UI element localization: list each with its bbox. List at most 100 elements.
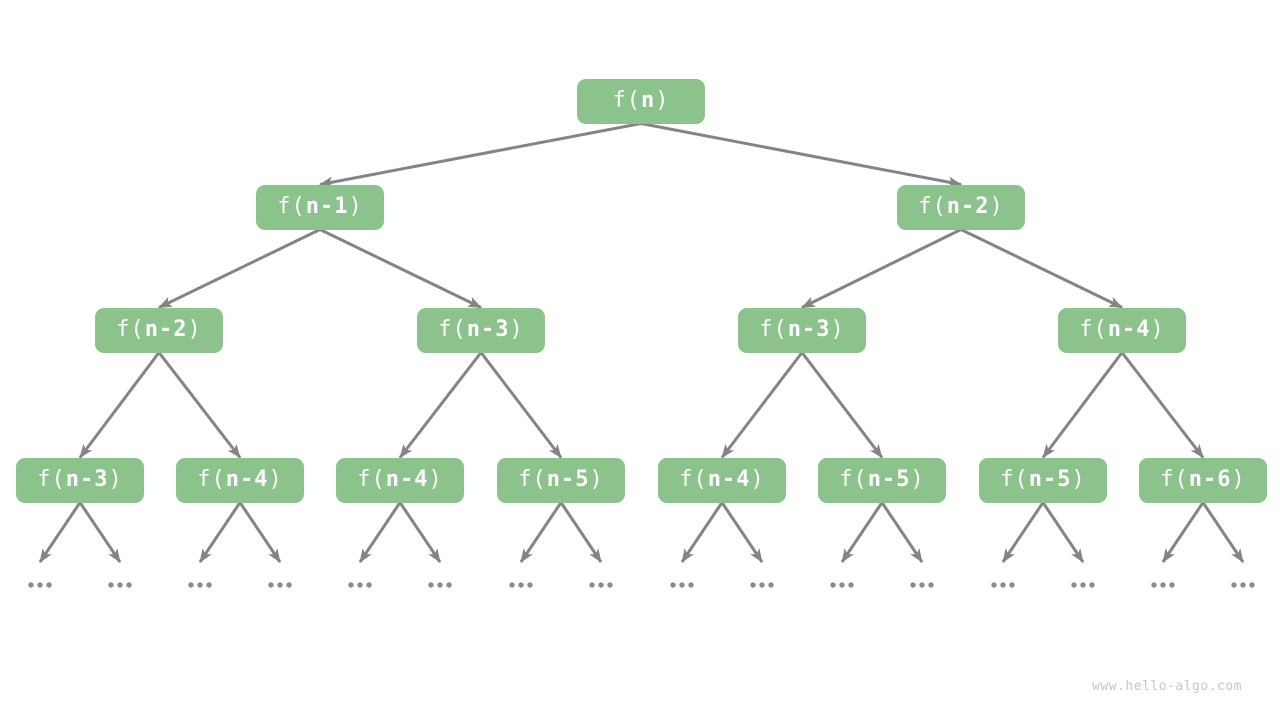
node-label-pre: f( [1079,317,1108,342]
tree-edges [38,122,1245,563]
node-label-pre: f( [1160,467,1189,492]
tree-node-f(n-5): f(n-5) [979,457,1107,503]
ellipsis-dot [357,582,363,588]
ellipsis-dots [910,582,934,588]
node-label-arg: n-1 [305,194,349,219]
ellipsis-dots [670,582,694,588]
ellipsis-dot [188,582,194,588]
ellipsis-dot [607,582,613,588]
node-label-post: ) [750,467,765,492]
node-label-arg: n-3 [466,317,510,342]
ellipsis-dot [509,582,515,588]
node-label-post: ) [268,467,283,492]
ellipsis-dot [670,582,676,588]
ellipsis-dot [108,582,114,588]
ellipsis-dots [188,582,212,588]
ellipsis-dot [1009,582,1015,588]
tree-node-f(n): f(n) [577,78,705,124]
node-label-arg: n-4 [225,467,269,492]
tree-node-f(n-3): f(n-3) [16,457,144,503]
ellipsis-dots [28,582,52,588]
ellipsis-dot [928,582,934,588]
edge-arrow [801,228,962,309]
tree-node-f(n-2): f(n-2) [95,307,223,353]
node-label-pre: f( [679,467,708,492]
node-label-pre: f( [759,317,788,342]
ellipsis-dot [1240,582,1246,588]
edge-arrow [158,228,321,309]
node-label-arg: n-4 [385,467,429,492]
edge-arrow [640,122,962,188]
node-label-arg: n-5 [1028,467,1072,492]
node-label-pre: f( [277,194,306,219]
edge-arrow [519,501,563,563]
ellipsis-dot [126,582,132,588]
edge-arrow [840,501,884,563]
ellipsis-dot [830,582,836,588]
node-label-pre: f( [37,467,66,492]
ellipsis-dot [1160,582,1166,588]
ellipsis-dot [446,582,452,588]
node-label-pre: f( [918,194,947,219]
ellipsis-dot [1249,582,1255,588]
node-label-arg: n [641,88,656,113]
edge-arrow [78,501,122,563]
ellipsis-dot [366,582,372,588]
ellipsis-dot [117,582,123,588]
ellipsis-dot [1089,582,1095,588]
node-label-post: ) [108,467,123,492]
ellipsis-dot [598,582,604,588]
tree-node-f(n-3): f(n-3) [738,307,866,353]
tree-node-f(n-5): f(n-5) [818,457,946,503]
edge-arrow [1041,351,1124,459]
ellipsis-dots [1231,582,1255,588]
ellipsis-dot [1000,582,1006,588]
ellipsis-dots [991,582,1015,588]
ellipsis-dot [1169,582,1175,588]
node-label-pre: f( [438,317,467,342]
edge-arrow [960,228,1123,309]
ellipsis-dots [268,582,292,588]
node-label-arg: n-3 [787,317,831,342]
edge-arrow [880,501,924,563]
node-label-pre: f( [612,88,641,113]
node-label-pre: f( [197,467,226,492]
ellipsis-dot [286,582,292,588]
node-label-pre: f( [839,467,868,492]
node-label-arg: n-4 [707,467,751,492]
ellipsis-dot [197,582,203,588]
tree-node-f(n-4): f(n-4) [1058,307,1186,353]
ellipsis-dot [1231,582,1237,588]
tree-node-f(n-4): f(n-4) [336,457,464,503]
node-label-arg: n-4 [1107,317,1151,342]
tree-node-f(n-1): f(n-1) [256,184,384,230]
node-label-arg: n-2 [946,194,990,219]
ellipsis-dot [428,582,434,588]
node-label-post: ) [187,317,202,342]
edge-arrow [398,501,442,563]
ellipsis-dot [206,582,212,588]
edge-arrow [319,122,642,188]
node-label-post: ) [910,467,925,492]
edge-arrow [1001,501,1045,563]
node-label-post: ) [509,317,524,342]
node-label-arg: n-3 [65,467,109,492]
edge-arrow [720,351,804,459]
ellipsis-dots [428,582,452,588]
ellipsis-dots [1151,582,1175,588]
edge-arrow [1120,351,1205,459]
node-label-pre: f( [518,467,547,492]
watermark: www.hello-algo.com [1092,679,1242,694]
node-label-post: ) [348,194,363,219]
node-label-arg: n-2 [144,317,188,342]
ellipsis-dot [910,582,916,588]
ellipsis-dot [589,582,595,588]
tree-node-f(n-5): f(n-5) [497,457,625,503]
edge-arrow [479,351,563,459]
ellipsis-dot [46,582,52,588]
edge-arrow [319,228,482,309]
edge-arrow [1041,501,1085,563]
ellipsis-dot [28,582,34,588]
